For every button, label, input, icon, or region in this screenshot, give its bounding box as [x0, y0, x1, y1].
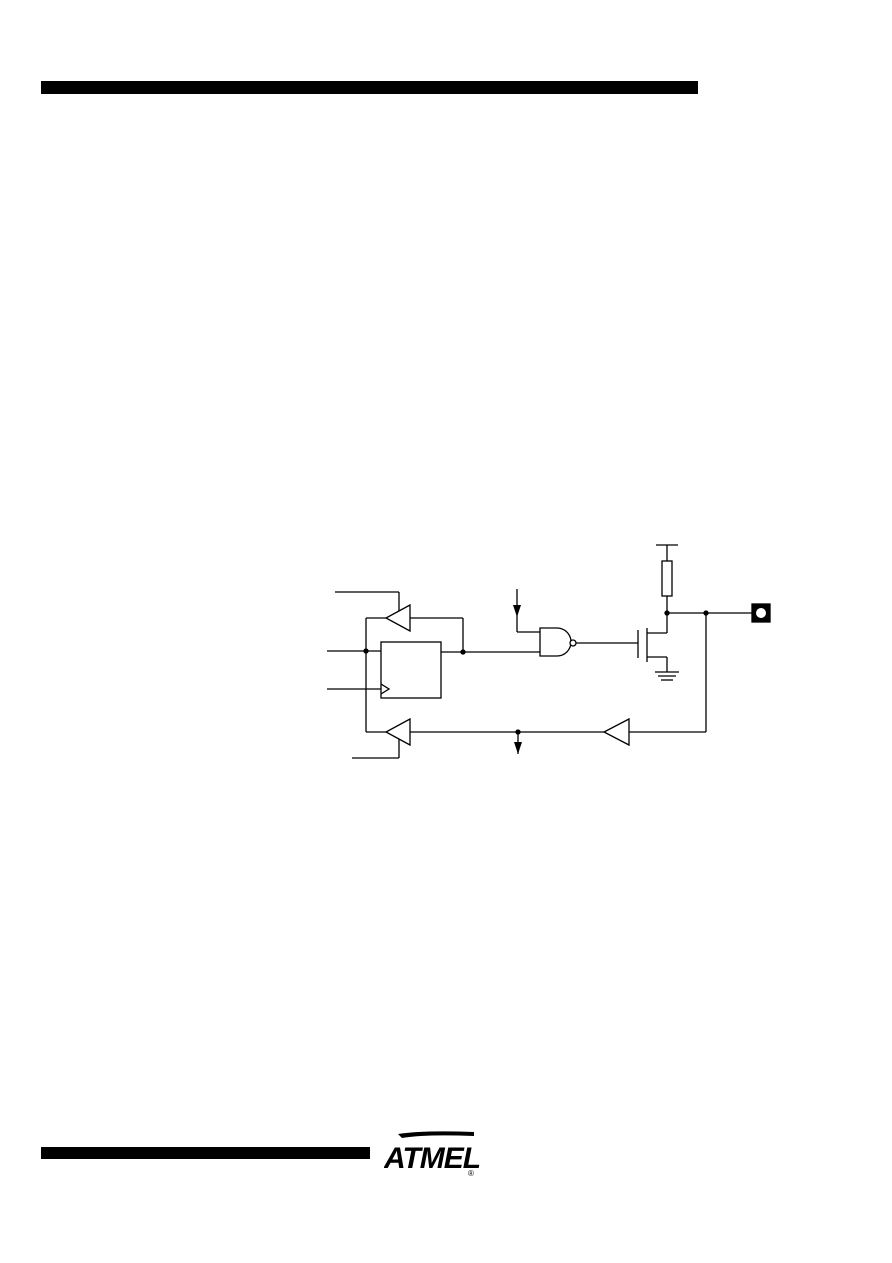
- footer-rule: [41, 1147, 370, 1159]
- logo-wordmark: ATMEL: [384, 1142, 480, 1175]
- read-port-buffer: [335, 591, 464, 652]
- input-buffer: [602, 717, 630, 747]
- header-rule: [41, 81, 698, 94]
- output-transistor: [637, 613, 679, 681]
- pull-up-resistor: [656, 544, 678, 613]
- nand-gate: [539, 627, 577, 657]
- read-pin-buffer: [352, 717, 411, 759]
- registered-mark: ®: [468, 1169, 474, 1178]
- port-latch: [380, 641, 442, 699]
- atmel-logo: ATMEL ®: [384, 1131, 480, 1178]
